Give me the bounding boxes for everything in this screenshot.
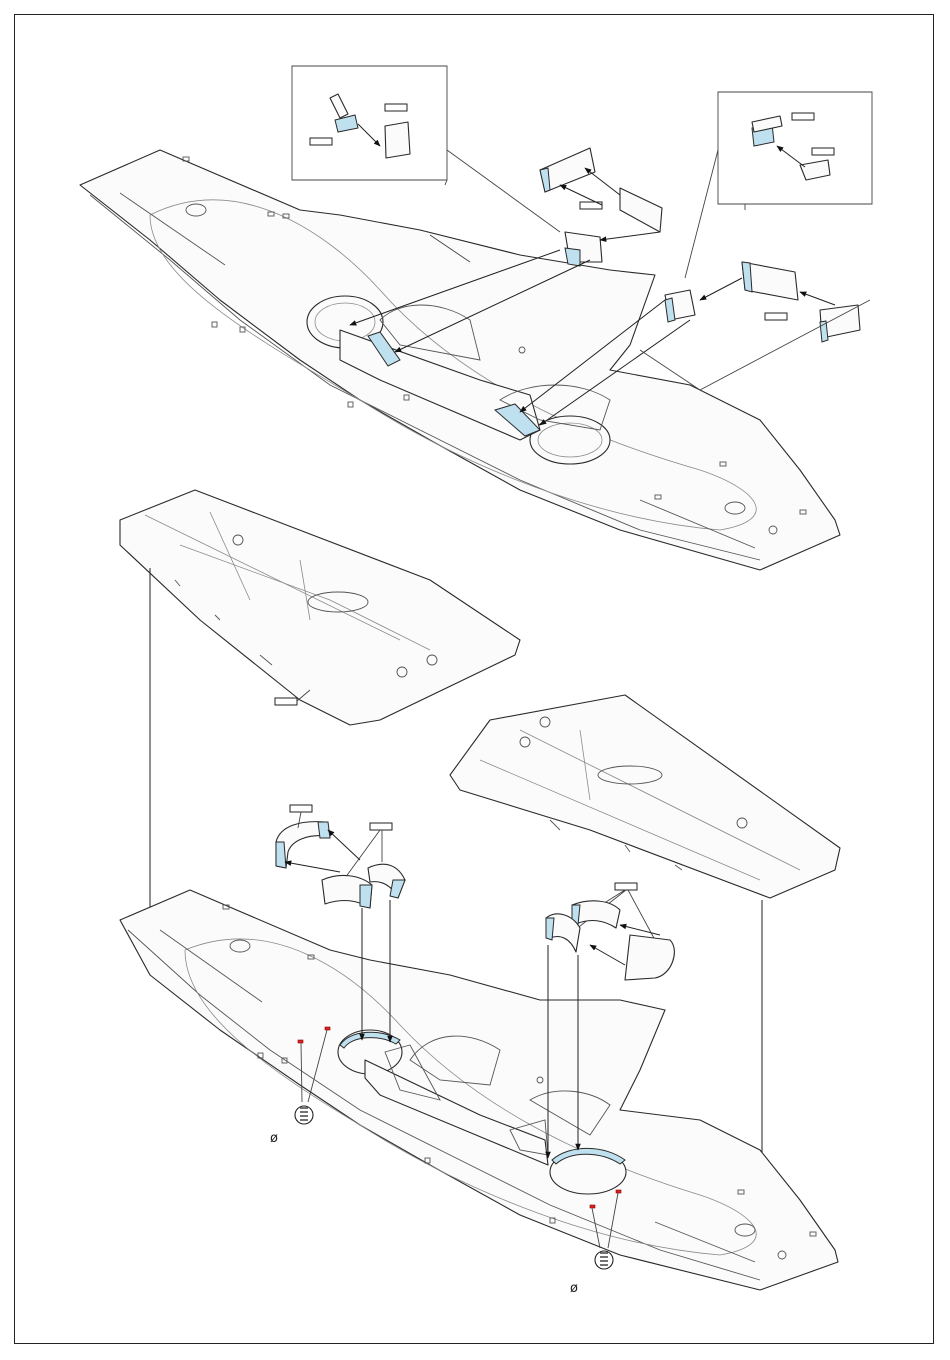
drill-point xyxy=(616,1190,621,1193)
drill-point xyxy=(298,1040,303,1043)
part-callout xyxy=(275,698,297,705)
detail-box-upper-left xyxy=(292,66,560,232)
detail-box-upper-right xyxy=(685,92,872,278)
drill-point xyxy=(325,1027,330,1030)
diameter-icon: ø xyxy=(570,1281,578,1296)
part-callout xyxy=(310,138,332,145)
part-callout xyxy=(792,113,814,120)
part-callout xyxy=(812,148,834,155)
drill-icon xyxy=(295,1106,313,1124)
upper-wing-right xyxy=(450,695,840,898)
diameter-icon: ø xyxy=(270,1131,278,1146)
drill-point xyxy=(590,1205,595,1208)
part-callout xyxy=(765,313,787,320)
part-callout xyxy=(370,823,392,830)
part-callout xyxy=(290,805,312,812)
drill-icon xyxy=(595,1251,613,1269)
bottom-lower-wing xyxy=(120,890,838,1290)
upper-wing-left xyxy=(120,490,520,725)
bottom-lower-wing-assembly xyxy=(120,890,838,1290)
part-callout xyxy=(615,883,637,890)
part-callout xyxy=(385,104,407,111)
